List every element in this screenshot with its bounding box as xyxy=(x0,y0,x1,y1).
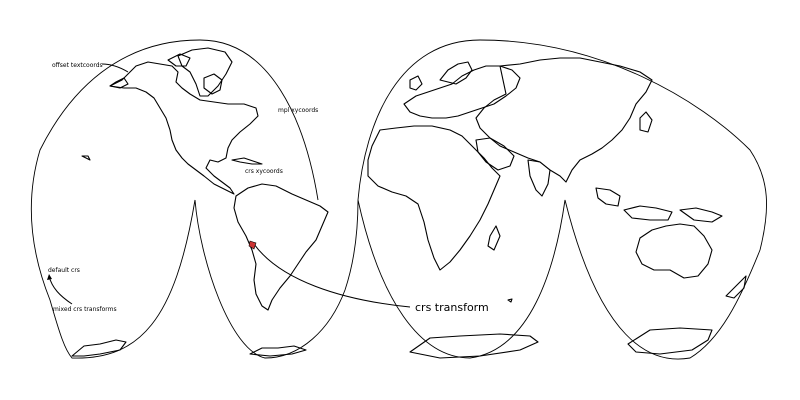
cuba-coast xyxy=(231,157,263,165)
new-zealand-coast xyxy=(725,275,747,299)
indonesia-coast xyxy=(623,205,673,221)
small-island-coast xyxy=(507,298,513,303)
canadian-islands-coast xyxy=(203,73,223,95)
europe-coast xyxy=(403,65,521,119)
label-mpl-xycoords: mpl xycoords xyxy=(278,107,318,114)
india-coast xyxy=(527,159,551,197)
arabia-coast xyxy=(475,137,515,171)
greenland-coast xyxy=(177,47,233,97)
label-default-crs: default crs xyxy=(48,267,80,274)
southeast-asia-islands-coast xyxy=(595,187,621,207)
mixed-crs-arrowhead xyxy=(47,274,52,280)
south-america-coast xyxy=(233,183,329,311)
africa-coast xyxy=(367,125,501,271)
antarctica-east-coast xyxy=(627,327,713,355)
australia-coast xyxy=(635,223,713,279)
crs-transform-arrow xyxy=(253,243,411,308)
label-mixed-crs-transforms: mixed crs transforms xyxy=(53,306,117,313)
alaska-tail-coast xyxy=(109,77,129,89)
antarctica-africa-coast xyxy=(409,333,539,359)
british-isles-coast xyxy=(409,75,423,91)
label-offset-textcoords: offset textcoords xyxy=(52,62,103,69)
label-crs-xycoords: crs xycoords xyxy=(245,168,283,175)
antarctica-west-coast xyxy=(71,339,127,357)
scandinavia-coast xyxy=(439,61,473,85)
japan-coast xyxy=(639,111,653,133)
north-america-coast xyxy=(109,61,259,195)
new-guinea-coast xyxy=(679,207,723,223)
madagascar-coast xyxy=(487,225,501,251)
offset-textcoords-arrow xyxy=(101,63,129,73)
asia-coast xyxy=(475,57,653,183)
projection-boundary xyxy=(30,39,767,360)
crs-transform-marker xyxy=(248,240,257,250)
antarctica-south-america-coast xyxy=(249,345,307,357)
hawaii-coast xyxy=(81,155,91,161)
label-crs-transform: crs transform xyxy=(415,301,489,314)
arctic-islands-coast xyxy=(167,53,191,67)
mixed-crs-arrow xyxy=(48,275,73,305)
